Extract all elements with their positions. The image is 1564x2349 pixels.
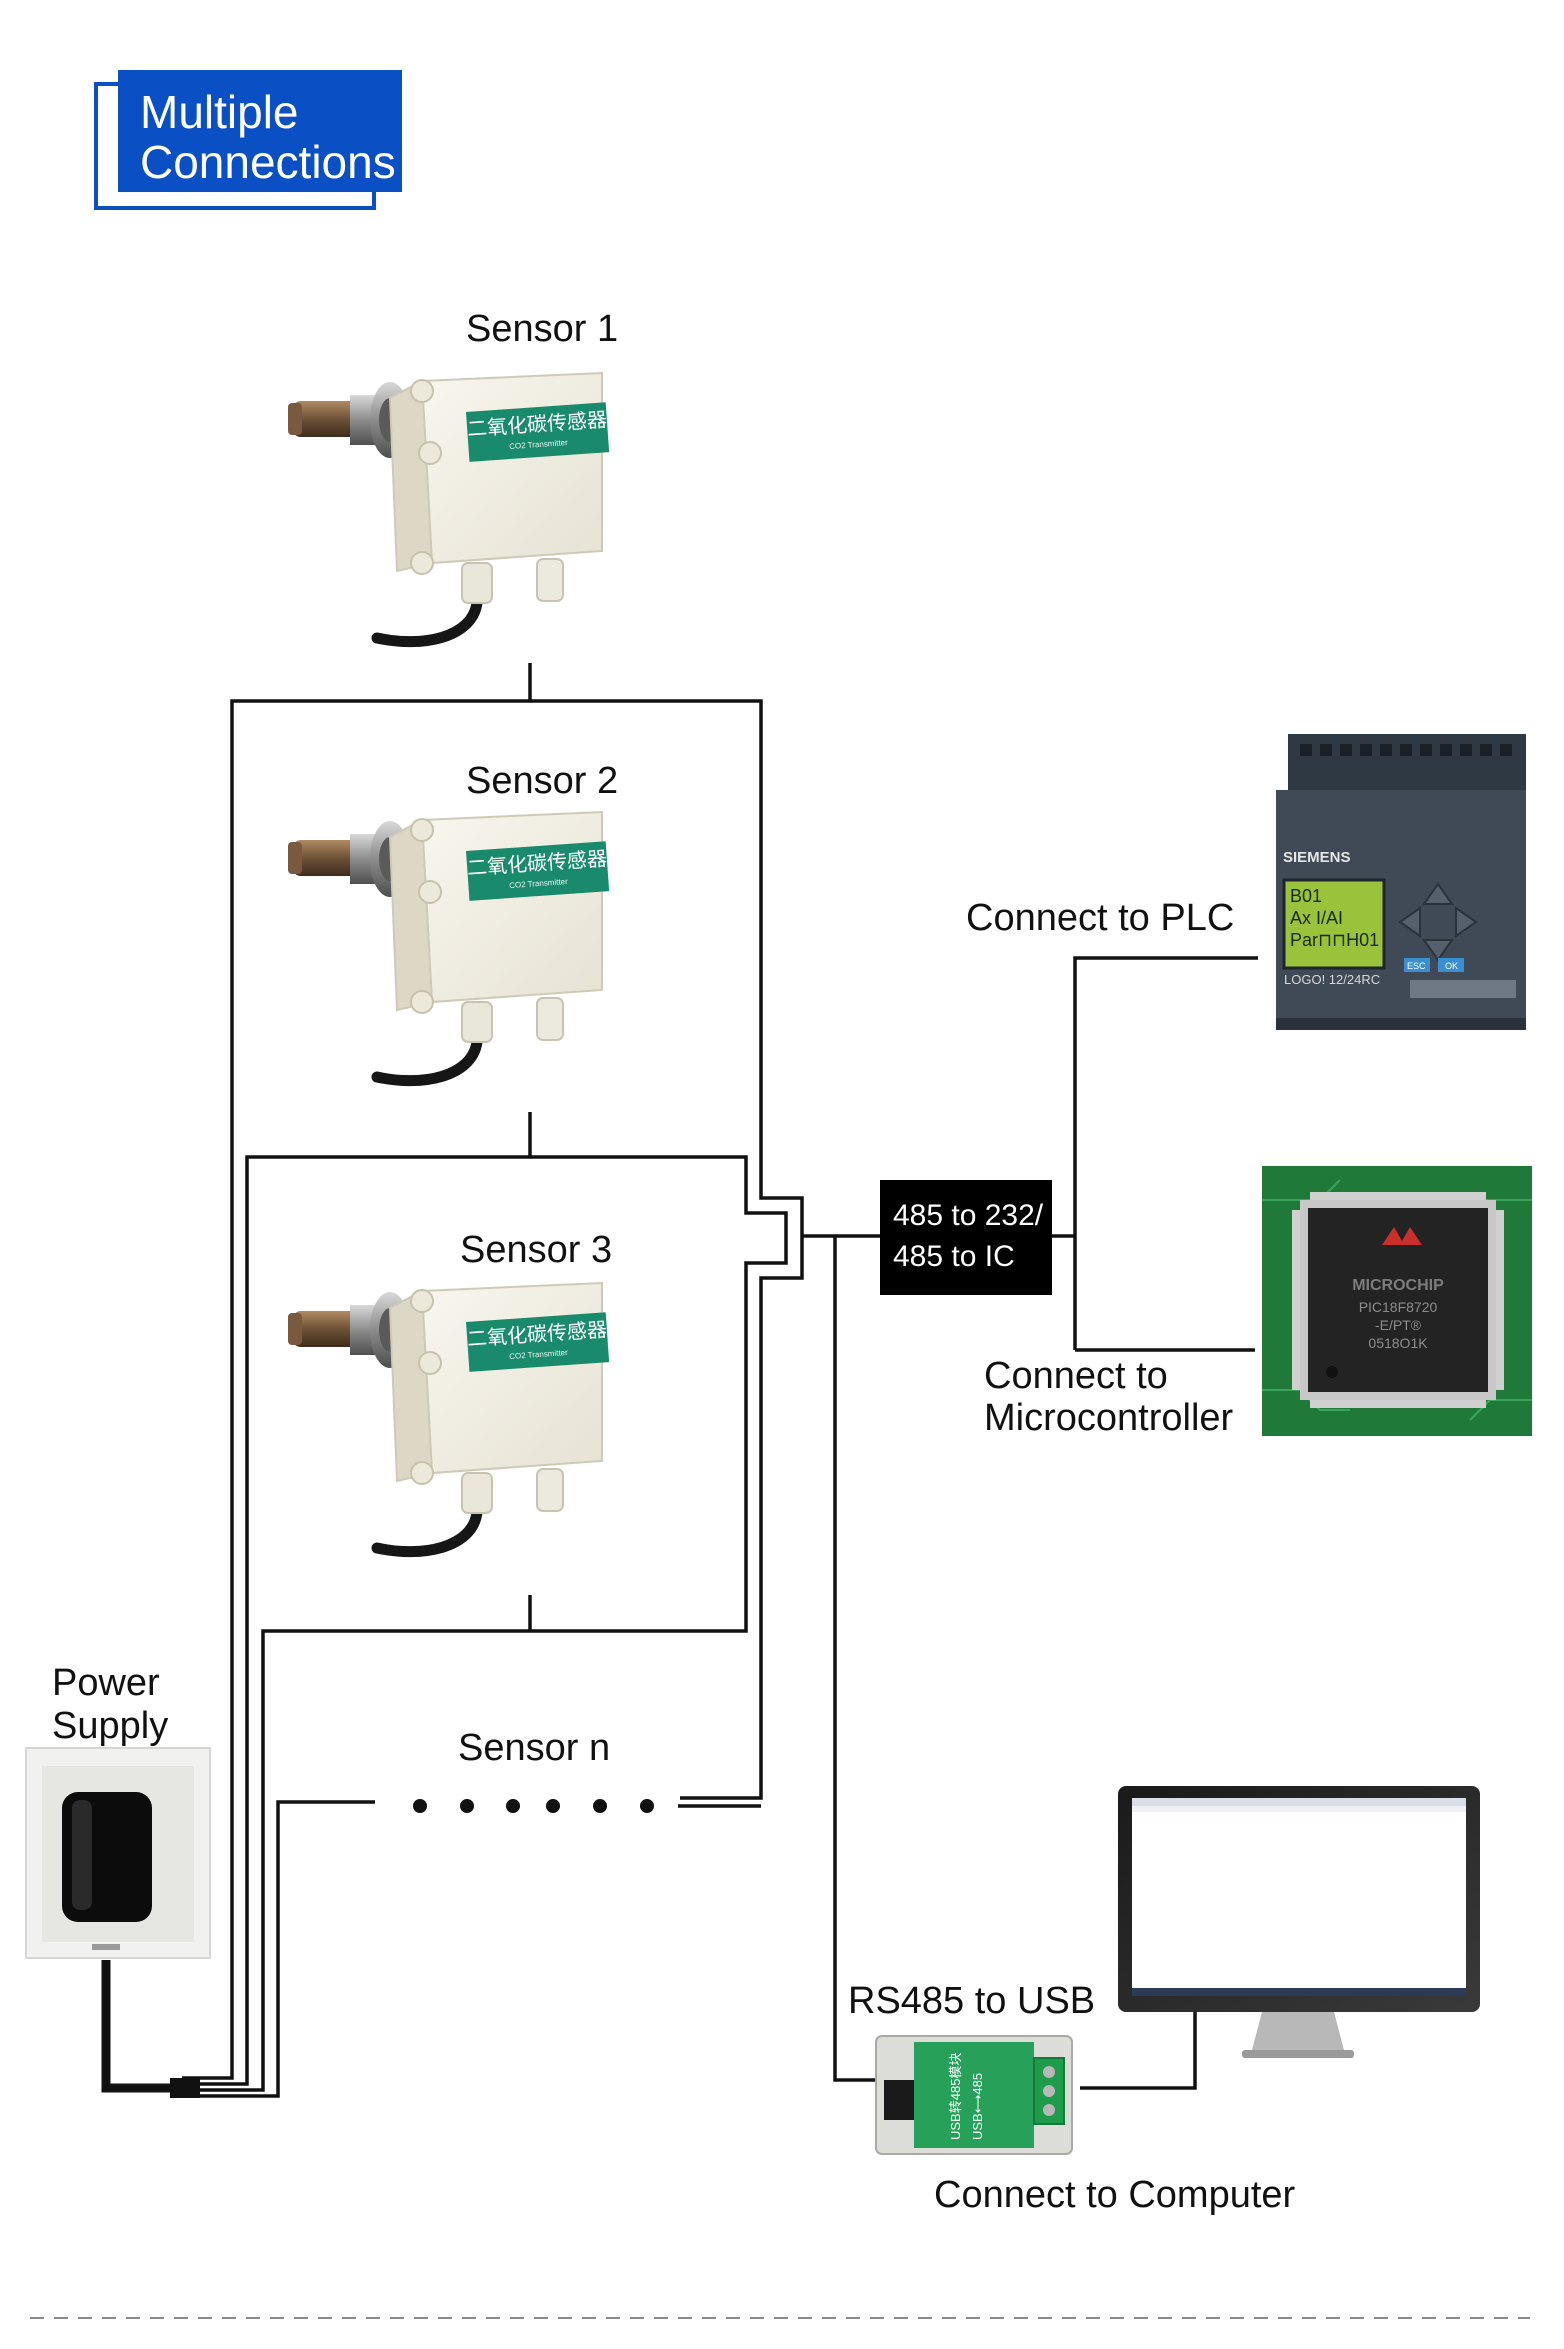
sensor-n-label: Sensor n	[458, 1727, 610, 1769]
power-plug-icon	[170, 2078, 200, 2098]
plc-esc-key	[1404, 958, 1430, 972]
plc-screen-line3: Par⊓⊓H01	[1290, 930, 1379, 950]
power-lead-1	[182, 2052, 234, 2080]
power-label-line2: Supply	[52, 1705, 168, 1747]
sensorn-wire	[276, 1800, 375, 2070]
power-lead-2	[182, 2058, 249, 2086]
converter-box: 485 to 232/ 485 to IC	[880, 1180, 1052, 1295]
usb-to-computer	[1080, 2012, 1197, 2090]
chip-pins	[1292, 1192, 1504, 1408]
plc-screen-line1: B01	[1290, 886, 1322, 906]
microchip-icon: MICROCHIP PIC18F8720 -E/PT® 0518O1K	[1262, 1166, 1532, 1436]
sensor-3-label: Sensor 3	[460, 1229, 612, 1271]
converter-box-bg	[880, 1180, 1052, 1295]
mcu-block: Connect to Microcontroller MICROCHIP PIC…	[984, 1166, 1532, 1439]
sensor2-wire-a	[245, 1112, 532, 2058]
usb-module-text2: USB⟷485	[970, 2073, 985, 2140]
usb-module-text1: USB转485模块	[948, 2053, 963, 2140]
sensor-1-plate-sub: CO2 Transmitter	[509, 438, 568, 451]
mcu-chip-line1: PIC18F8720	[1359, 1299, 1438, 1315]
power-label-line1: Power	[52, 1662, 160, 1704]
bus-to-usb	[833, 1236, 878, 2082]
converter-label-line1: 485 to 232/	[893, 1199, 1044, 1232]
mcu-label-line1: Connect to	[984, 1355, 1168, 1397]
power-lead-4	[182, 2070, 280, 2098]
sensor-2-plate: 二氧化碳传感器 CO2 Transmitter	[466, 841, 610, 901]
computer-label: Connect to Computer	[934, 2174, 1296, 2216]
sensor-1: Sensor 1 二氧化碳传感器 CO2 Transmitter	[288, 308, 618, 642]
bus-wiring	[101, 663, 1258, 2098]
plc-model: LOGO! 12/24RC	[1284, 972, 1380, 987]
plc-label: Connect to PLC	[966, 897, 1234, 939]
header-badge: Multiple Connections	[94, 70, 402, 210]
sensor3-wire	[261, 1155, 788, 2064]
plc-icon: SIEMENS B01 Ax I/AI Par⊓⊓H01 ESC OK LOGO…	[1276, 734, 1526, 1030]
sensor-1-label: Sensor 1	[466, 308, 618, 350]
power-cable	[101, 1960, 182, 2093]
sensor-2: Sensor 2 二氧化碳传感器 CO2 Transmitter	[288, 760, 618, 1081]
monitor-icon	[1118, 1786, 1480, 2058]
plc-esc-label: ESC	[1407, 961, 1426, 971]
sensor-2-label: Sensor 2	[466, 760, 618, 802]
plc-ok-key	[1438, 958, 1464, 972]
sensor-3-plate-sub: CO2 Transmitter	[509, 1348, 568, 1361]
sensor1-wire-a	[230, 663, 532, 2052]
usb-module-icon: USB转485模块 USB⟷485	[875, 2035, 1073, 2155]
sensor-3: Sensor 3 二氧化碳传感器 CO2 Transmitter	[288, 1229, 612, 1552]
plc-block: Connect to PLC SIEMENS B01 Ax I/AI Par⊓⊓…	[966, 734, 1526, 1030]
power-lead-3	[182, 2064, 265, 2092]
header-title-line1: Multiple	[140, 86, 299, 138]
header-title-line2: Connections	[140, 136, 396, 188]
sensor-2-plate-sub: CO2 Transmitter	[509, 877, 568, 890]
mcu-chip-line3: 0518O1K	[1368, 1335, 1428, 1351]
usb-label: RS485 to USB	[848, 1980, 1095, 2022]
mcu-brand: MICROCHIP	[1352, 1277, 1444, 1294]
sensor1-wire-b	[530, 699, 804, 1800]
plc-screen-line2: Ax I/AI	[1290, 908, 1343, 928]
mcu-chip-line2: -E/PT®	[1375, 1317, 1422, 1333]
plc-ok-label: OK	[1445, 961, 1458, 971]
wire-to-plc	[1073, 956, 1258, 1350]
header-badge-fill	[118, 70, 402, 192]
ellipsis-dots	[413, 1799, 654, 1813]
sensor-1-plate: 二氧化碳传感器 CO2 Transmitter	[466, 402, 610, 462]
power-adapter-icon	[25, 1747, 211, 1959]
plc-dpad-icon	[1398, 882, 1478, 962]
power-supply: Power Supply	[25, 1662, 211, 2098]
plc-brand: SIEMENS	[1283, 849, 1351, 866]
converter-label-line2: 485 to IC	[893, 1240, 1015, 1273]
sensor-3-plate: 二氧化碳传感器 CO2 Transmitter	[466, 1312, 610, 1372]
usb-module-block: RS485 to USB USB转485模块 USB⟷485	[848, 1980, 1095, 2155]
computer-block: Connect to Computer	[934, 1786, 1480, 2216]
mcu-label-line2: Microcontroller	[984, 1397, 1234, 1439]
sensor-n: Sensor n	[413, 1727, 761, 1813]
